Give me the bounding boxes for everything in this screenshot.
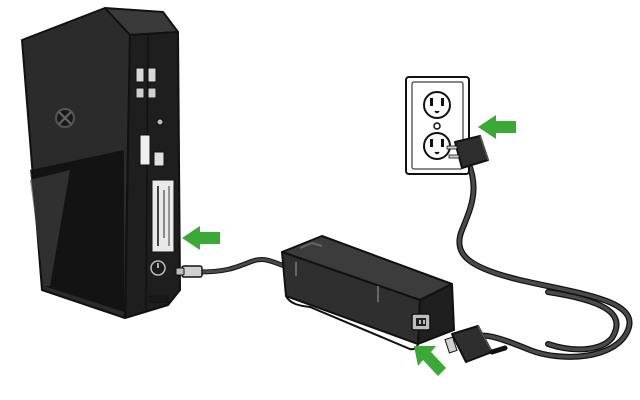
ac-connector-icon — [444, 325, 508, 363]
wall-outlet-icon — [405, 76, 470, 175]
green-arrow-icon — [182, 226, 220, 250]
brick-ac-port-icon — [411, 313, 431, 331]
console-foot — [149, 295, 169, 303]
ac-cable-icon — [444, 159, 633, 363]
power-brick-icon — [281, 235, 455, 351]
hdmi-port-icon — [139, 134, 165, 167]
console-logo-icon — [55, 108, 75, 128]
usb-port-icon — [135, 67, 157, 99]
green-arrow-icon — [414, 346, 446, 376]
console-power-port-icon — [150, 260, 166, 276]
green-arrow-icon — [478, 115, 516, 139]
console-gloss-highlight — [30, 170, 70, 286]
outlet-socket-bottom-icon — [423, 132, 451, 160]
outlet-socket-top-icon — [423, 91, 451, 119]
game-console-icon — [21, 7, 181, 319]
dc-cable-icon — [175, 257, 293, 278]
outlet-screw-icon — [433, 122, 441, 130]
label-sticker-icon — [151, 179, 175, 253]
wall-plug-icon — [446, 135, 489, 169]
av-port-icon — [156, 118, 164, 126]
